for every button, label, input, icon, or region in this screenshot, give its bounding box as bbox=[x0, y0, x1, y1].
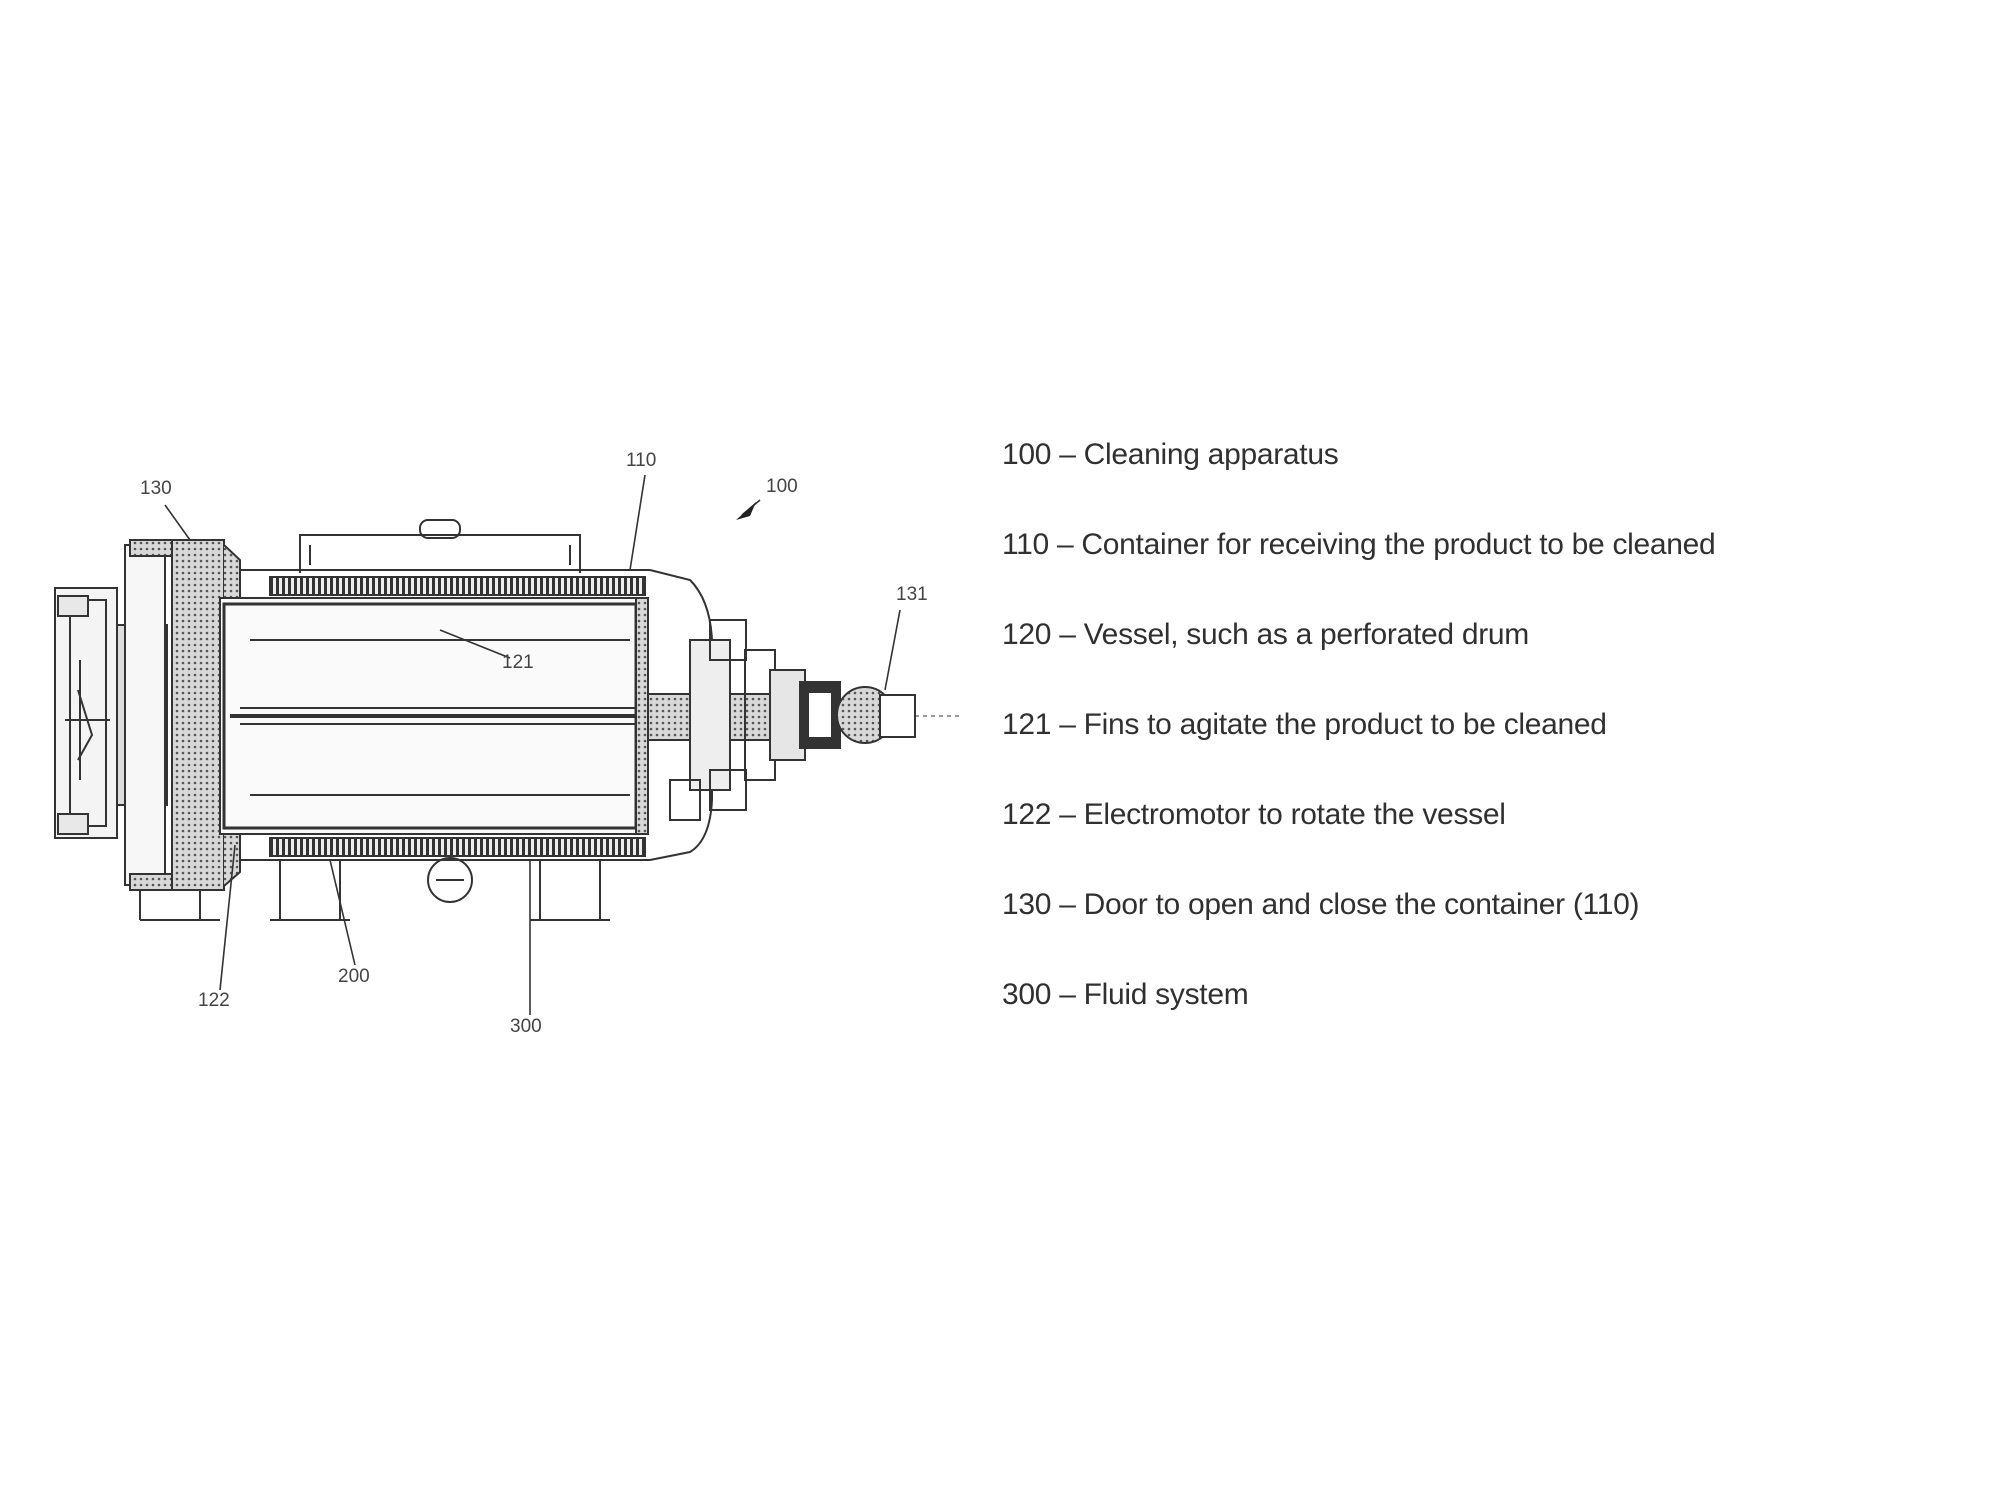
stand-and-fluid-system bbox=[270, 779, 701, 921]
legend-item: 130 – Door to open and close the contain… bbox=[1002, 888, 1640, 921]
callout-121: 121 bbox=[502, 652, 534, 673]
leader-lines bbox=[164, 474, 901, 1015]
callout-200: 200 bbox=[338, 966, 370, 987]
callout-131: 131 bbox=[896, 584, 928, 605]
legend: 100 – Cleaning apparatus 110 – Container… bbox=[1002, 438, 1952, 1068]
reference-arrow-icon bbox=[736, 502, 756, 520]
vessel-drum bbox=[219, 597, 649, 835]
callout-300: 300 bbox=[510, 1016, 542, 1037]
callout-122: 122 bbox=[198, 990, 230, 1011]
shaft-and-motor bbox=[647, 619, 960, 811]
door-assembly bbox=[54, 539, 241, 921]
legend-item: 121 – Fins to agitate the product to be … bbox=[1002, 708, 1607, 741]
legend-item: 122 – Electromotor to rotate the vessel bbox=[1002, 798, 1506, 831]
legend-item: 300 – Fluid system bbox=[1002, 978, 1249, 1011]
legend-item: 120 – Vessel, such as a perforated drum bbox=[1002, 618, 1529, 651]
legend-item: 100 – Cleaning apparatus bbox=[1002, 438, 1339, 471]
callout-110: 110 bbox=[626, 450, 656, 471]
legend-item: 110 – Container for receiving the produc… bbox=[1002, 528, 1716, 561]
callout-100: 100 bbox=[766, 476, 798, 497]
container-body bbox=[240, 519, 713, 861]
callout-130: 130 bbox=[140, 478, 172, 499]
